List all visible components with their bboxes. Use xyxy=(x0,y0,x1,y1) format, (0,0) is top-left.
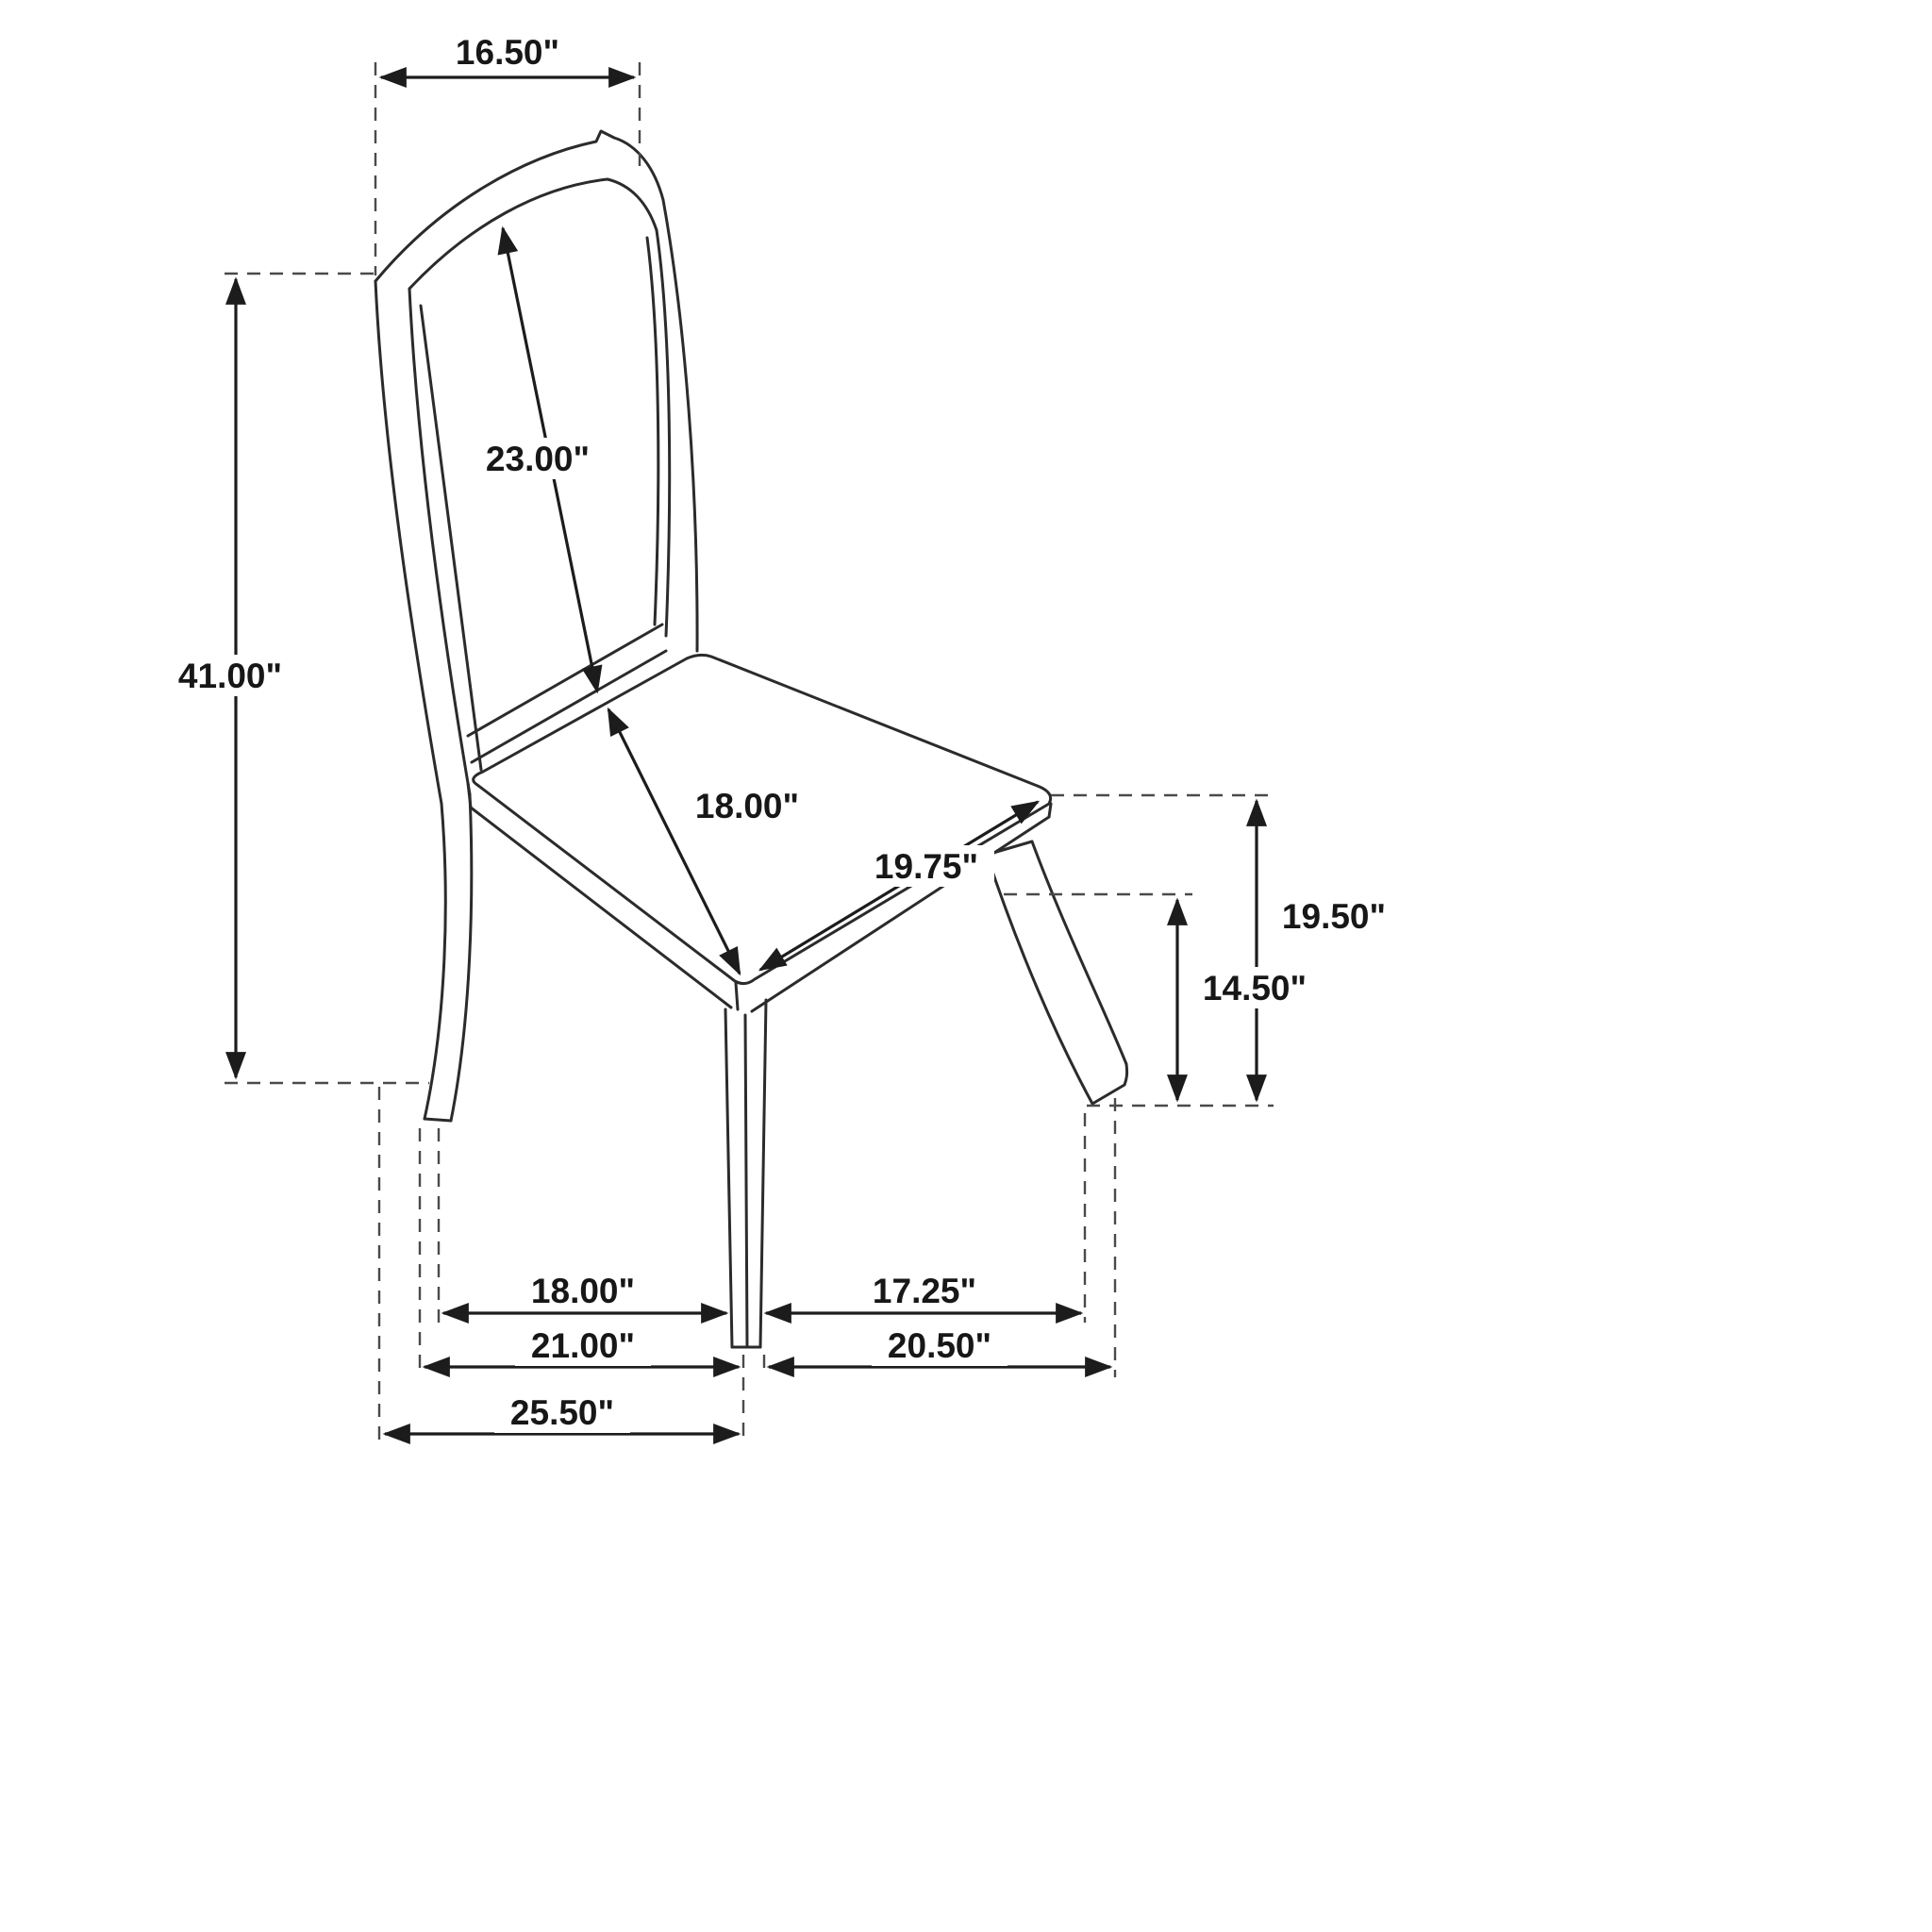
label-bg-footprint-inner-width xyxy=(857,1270,992,1311)
chair-seat-edge-left-lower xyxy=(469,806,733,1009)
label-bg-footprint-outer-width xyxy=(872,1324,1008,1366)
chair-rear-right-leg-foot xyxy=(1091,1062,1129,1106)
chair-rear-left-leg-foot xyxy=(423,1117,453,1123)
dim-label-footprint-outer-width: 20.50" xyxy=(888,1326,991,1365)
label-bg-seat-depth xyxy=(679,785,815,826)
label-bg-top-width xyxy=(440,31,575,73)
chair-back-panel-seam-left xyxy=(419,304,483,772)
chair-seat-corner-front xyxy=(734,981,740,1011)
chair-back-bottom-rail-bottom xyxy=(470,649,668,764)
dim-label-footprint-overall-depth: 25.50" xyxy=(510,1393,614,1432)
chair-front-leg-left-edge xyxy=(724,1008,734,1349)
chair-back-top-rail-outer xyxy=(374,129,665,283)
chair-rear-left-leg-outer xyxy=(423,802,447,1121)
label-bg-footprint-mid-depth xyxy=(515,1324,651,1366)
label-bg-overall-height xyxy=(162,655,298,696)
chair-back-right-stile-inner xyxy=(655,228,672,638)
dim-label-seat-depth: 18.00" xyxy=(695,787,799,825)
chair-seat-corner-right xyxy=(1047,802,1053,819)
chair-front-leg-right-edge xyxy=(758,998,768,1349)
dim-label-back-height: 23.00" xyxy=(486,440,590,478)
label-bg-seat-width xyxy=(858,845,994,887)
dim-label-seat-width: 19.75" xyxy=(874,847,978,886)
dim-label-footprint-mid-depth: 21.00" xyxy=(531,1326,635,1365)
chair-back-right-stile-outer xyxy=(661,198,699,653)
label-bg-leg-height xyxy=(1187,967,1323,1008)
chair-seat-top xyxy=(472,653,1053,986)
label-bg-seat-height xyxy=(1266,895,1402,937)
chair-back-top-rail-inner xyxy=(408,177,658,291)
dim-label-leg-height: 14.50" xyxy=(1203,969,1307,1008)
chair-back-left-stile-outer xyxy=(374,279,443,806)
chair-rear-right-leg-back-edge xyxy=(1030,840,1128,1066)
dim-label-seat-height: 19.50" xyxy=(1282,897,1386,936)
label-bg-back-height xyxy=(470,438,606,479)
dim-label-footprint-inner-depth: 18.00" xyxy=(531,1272,635,1310)
label-bg-footprint-overall-depth xyxy=(494,1391,630,1433)
dimension-label-backgrounds xyxy=(162,31,1402,1433)
chair-back-left-stile-inner xyxy=(408,287,472,796)
chair-front-leg-corner xyxy=(743,1013,749,1349)
dim-label-footprint-inner-width: 17.25" xyxy=(873,1272,976,1310)
chair-drawing xyxy=(374,129,1129,1349)
dim-label-top-width: 16.50" xyxy=(456,33,559,72)
chair-back-bottom-rail-top xyxy=(466,623,664,738)
chair-back-panel-seam-right xyxy=(645,236,660,626)
chair-rear-right-leg-front-edge xyxy=(985,853,1094,1106)
chair-rear-left-leg-inner xyxy=(449,792,474,1123)
extension-lines xyxy=(225,62,1274,1445)
dim-label-overall-height: 41.00" xyxy=(178,657,282,695)
label-bg-footprint-inner-depth xyxy=(515,1270,651,1311)
dim-line-seat-depth xyxy=(607,707,741,976)
dimension-labels: 16.50" 41.00" 23.00" 18.00" 19.75" 19.50… xyxy=(178,33,1386,1432)
